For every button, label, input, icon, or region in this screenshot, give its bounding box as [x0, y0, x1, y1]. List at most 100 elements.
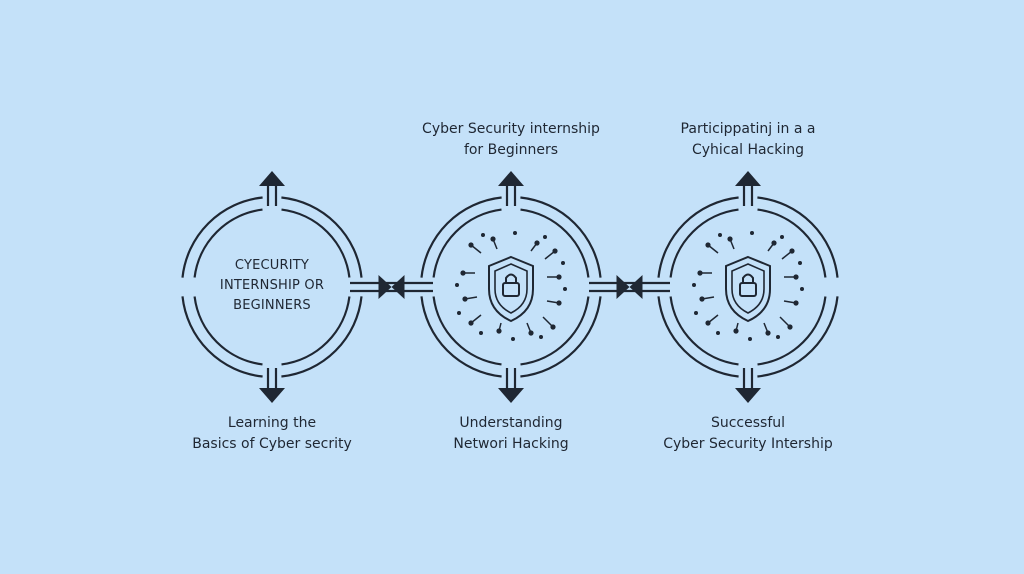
- stage-1-down-arrow-icon: [259, 388, 285, 403]
- stage-2-top-line-2: for Beginners: [463, 142, 559, 158]
- stage-3-outer-ring-arc: [757, 296, 839, 378]
- stage-3-bottom-line-2: Cyber Security Intership: [663, 436, 833, 452]
- connectors: [350, 275, 670, 299]
- stage-3-circuit-dot: [798, 261, 802, 265]
- stage-2-circuit-dot: [481, 233, 485, 237]
- stage-graphics: [181, 171, 839, 403]
- stage-2-circuit-node: [496, 328, 502, 334]
- stage-3-circuit-node: [705, 320, 711, 326]
- stage-2-circuit-node: [528, 330, 534, 336]
- stage-3-circuit-node: [771, 240, 777, 246]
- stage-3-circuit-node: [789, 248, 795, 254]
- stage-1-bottom-label: Learning the Basics of Cyber secrity: [142, 413, 402, 455]
- stage-3-circuit-dot: [718, 233, 722, 237]
- stage-3-circuit-node: [697, 270, 703, 276]
- stage-3-bottom-line-1: Successful: [710, 415, 786, 431]
- stage-1-center-line-1: CYECURITY: [234, 258, 310, 273]
- stage-2-inner-ring-arc: [520, 296, 590, 366]
- stage-2-outer-ring-arc: [420, 196, 502, 278]
- stage-2-inner-ring-arc: [432, 296, 502, 366]
- stage-2-top-line-1: Cyber Security internship: [422, 121, 600, 137]
- stage-3-outer-ring-arc: [657, 196, 739, 278]
- connector-1-2: [350, 275, 433, 299]
- stage-2-circuit-dot: [563, 287, 567, 291]
- stage-3-up-arrow-icon: [735, 171, 761, 186]
- stage-3-top-label: Particippatinj in a a Cyhical Hacking: [618, 119, 878, 161]
- stage-2-node: [420, 171, 602, 403]
- stage-1-inner-ring-arc: [193, 208, 263, 278]
- stage-3-bottom-label: Successful Cyber Security Intership: [618, 413, 878, 455]
- stage-2-shield-outline: [488, 255, 534, 323]
- stage-3-circuit-node: [727, 236, 733, 242]
- stage-3-inner-ring-arc: [757, 296, 827, 366]
- stage-1-outer-ring-arc: [281, 296, 363, 378]
- stage-3-circuit-dot: [776, 335, 780, 339]
- stage-1-outer-ring-arc: [181, 296, 263, 378]
- stage-2-circuit-dot: [479, 331, 483, 335]
- stage-1-bottom-line-2: Basics of Cyber secrity: [192, 436, 352, 452]
- stage-3-circuit-dot: [716, 331, 720, 335]
- stage-2-lock-shackle: [505, 273, 517, 283]
- stage-2-circuit-node: [468, 320, 474, 326]
- stage-3-shield-lock-icon: [692, 231, 804, 341]
- stage-3-circuit-dot: [694, 311, 698, 315]
- stage-3-circuit-dot: [750, 231, 754, 235]
- stage-2-circuit-node: [460, 270, 466, 276]
- stage-2-up-arrow-icon: [498, 171, 524, 186]
- stage-1-up-arrow-icon: [259, 171, 285, 186]
- stage-2-circuit-dot: [561, 261, 565, 265]
- stage-3-lock-body: [739, 282, 757, 297]
- stage-2-circuit-dot: [457, 311, 461, 315]
- stage-3-down-arrow-icon: [735, 388, 761, 403]
- stage-2-circuit-node: [552, 248, 558, 254]
- stage-3-shield-inner-outline: [731, 263, 765, 314]
- stage-2-circuit-node: [550, 324, 556, 330]
- stage-2-circuit-node: [462, 296, 468, 302]
- stage-3-lock-shackle: [742, 273, 754, 283]
- stage-1-inner-ring-arc: [281, 296, 351, 366]
- stage-2-circuit-dot: [539, 335, 543, 339]
- stage-1-inner-ring-arc: [193, 296, 263, 366]
- stage-2-circuit-node: [556, 274, 562, 280]
- stage-2-outer-ring-arc: [420, 296, 502, 378]
- stage-1-center-line-2: INTERNSHIP OR: [219, 278, 325, 293]
- connector-2-bowtie-left-icon: [616, 275, 630, 299]
- stage-3-node: [657, 171, 839, 403]
- connector-2-3: [589, 275, 670, 299]
- stage-3-circuit-dot: [780, 235, 784, 239]
- stage-2-down-arrow-icon: [498, 388, 524, 403]
- stage-2-inner-ring-arc: [520, 208, 590, 278]
- stage-3-shield-outline: [725, 255, 771, 323]
- stage-3-circuit-node: [699, 296, 705, 302]
- stage-3-circuit-dot: [800, 287, 804, 291]
- stage-2-circuit-dot: [543, 235, 547, 239]
- stage-3-inner-ring-arc: [669, 296, 739, 366]
- stage-3-inner-ring-arc: [669, 208, 739, 278]
- stage-3-outer-ring-arc: [757, 196, 839, 278]
- stage-1-outer-ring-arc: [281, 196, 363, 278]
- stage-2-top-label: Cyber Security internship for Beginners: [381, 119, 641, 161]
- stage-1-outer-ring-arc: [181, 196, 263, 278]
- stage-1-center-label: CYECURITY INTERNSHIP OR BEGINNERS: [192, 256, 352, 316]
- stage-3-inner-ring-arc: [757, 208, 827, 278]
- stage-3-circuit-dot: [748, 337, 752, 341]
- stage-2-bottom-line-1: Understanding: [459, 415, 563, 431]
- stage-3-outer-ring-arc: [657, 296, 739, 378]
- stage-2-bottom-label: Understanding Networi Hacking: [381, 413, 641, 455]
- stage-1-inner-ring-arc: [281, 208, 351, 278]
- connector-2-bowtie-right-icon: [629, 275, 643, 299]
- stage-2-circuit-dot: [513, 231, 517, 235]
- stage-3-circuit-node: [765, 330, 771, 336]
- stage-3-circuit-node: [787, 324, 793, 330]
- connector-1-bowtie-left-icon: [378, 275, 392, 299]
- stage-2-shield-lock-icon: [455, 231, 567, 341]
- stage-2-circuit-node: [490, 236, 496, 242]
- stage-2-outer-ring-arc: [520, 196, 602, 278]
- stage-2-circuit-node: [556, 300, 562, 306]
- stage-1-center-line-3: BEGINNERS: [233, 298, 311, 313]
- stage-2-bottom-line-2: Networi Hacking: [453, 436, 569, 452]
- stage-2-circuit-dot: [455, 283, 459, 287]
- stage-2-shield-inner-outline: [494, 263, 528, 314]
